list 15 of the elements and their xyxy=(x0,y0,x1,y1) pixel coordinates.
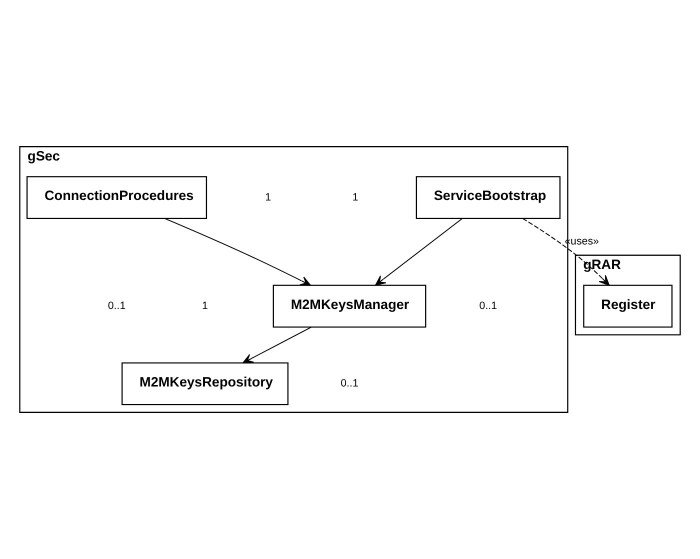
node-box: M2MKeysRepository xyxy=(122,362,289,406)
label: 1 xyxy=(265,191,272,204)
node-box: ConnectionProcedures xyxy=(26,176,208,219)
label: 0..1 xyxy=(340,377,358,390)
node-box: ServiceBootstrap xyxy=(416,176,561,219)
arrow xyxy=(164,218,311,286)
label: 1 xyxy=(202,300,208,312)
arrow xyxy=(375,218,463,286)
arrow xyxy=(522,218,610,286)
arrow xyxy=(242,326,312,364)
label: 0..1 xyxy=(479,300,498,312)
node-box: Register xyxy=(583,284,673,328)
label: 1 xyxy=(352,191,358,204)
node-box: M2MKeysManager xyxy=(272,284,426,328)
label: 0..1 xyxy=(108,300,126,312)
